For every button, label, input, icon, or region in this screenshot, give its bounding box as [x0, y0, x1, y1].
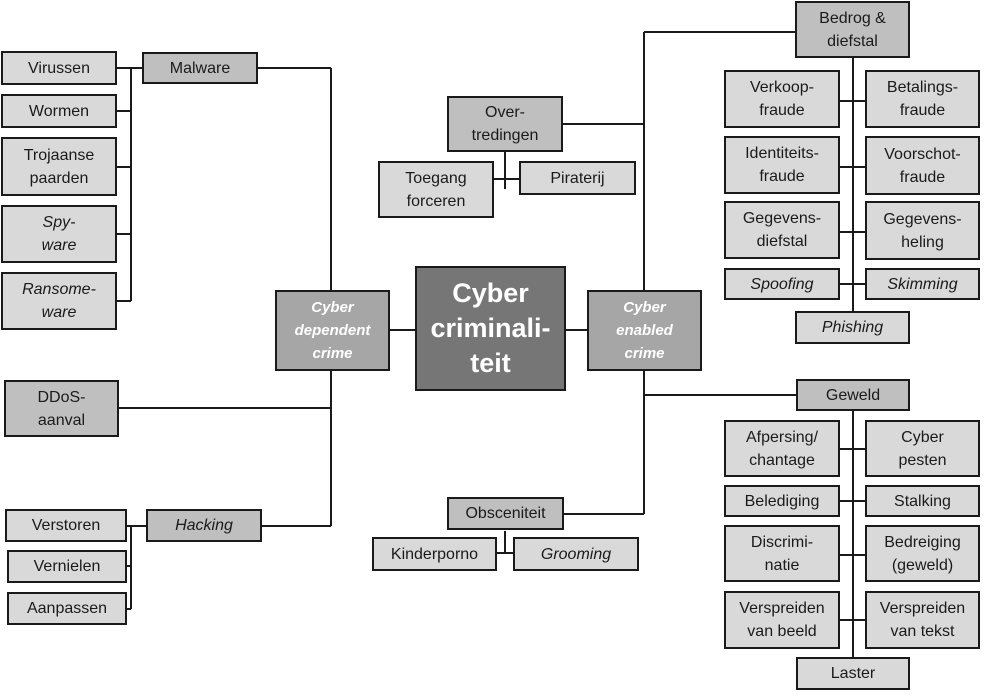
belediging-node: Belediging — [724, 485, 840, 517]
obsceniteit-node: Obsceniteit — [447, 497, 564, 530]
skimming-node: Skimming — [865, 268, 980, 300]
laster-node: Laster — [796, 657, 910, 690]
spyware-node: Spy- ware — [1, 205, 117, 263]
grooming-node: Grooming — [513, 537, 639, 571]
verspreiden-tekst-node: Verspreiden van tekst — [865, 591, 980, 649]
cyber-pesten-node: Cyber pesten — [865, 420, 980, 477]
verspreiden-beeld-node: Verspreiden van beeld — [724, 591, 840, 649]
cyber-enabled-crime-node: Cyber enabled crime — [587, 290, 702, 371]
bedreiging-node: Bedreiging (geweld) — [865, 525, 980, 582]
spoofing-node: Spoofing — [724, 268, 840, 300]
geweld-node: Geweld — [796, 379, 910, 411]
hacking-node: Hacking — [146, 509, 262, 542]
piraterij-node: Piraterij — [519, 161, 636, 195]
malware-node: Malware — [142, 52, 258, 84]
kinderporno-node: Kinderporno — [372, 537, 497, 571]
verstoren-node: Verstoren — [5, 509, 127, 542]
virussen-node: Virussen — [1, 51, 117, 85]
trojaanse-paarden-node: Trojaanse paarden — [1, 137, 117, 196]
ransomeware-node: Ransome- ware — [1, 272, 117, 330]
wormen-node: Wormen — [1, 94, 117, 128]
phishing-node: Phishing — [795, 311, 910, 344]
identiteitsfraude-node: Identiteits- fraude — [724, 136, 840, 194]
betalingsfraude-node: Betalings- fraude — [865, 70, 980, 128]
verkoopfraude-node: Verkoop- fraude — [724, 70, 840, 128]
voorschotfraude-node: Voorschot- fraude — [865, 136, 980, 195]
afpersing-chantage-node: Afpersing/ chantage — [724, 420, 840, 477]
root-node: Cyber criminali- teit — [415, 266, 566, 391]
cyber-dependent-crime-node: Cyber dependent crime — [275, 290, 390, 371]
overtredingen-node: Over- tredingen — [447, 96, 563, 152]
vernielen-node: Vernielen — [7, 550, 127, 583]
ddos-node: DDoS- aanval — [4, 380, 119, 437]
aanpassen-node: Aanpassen — [7, 592, 127, 625]
toegang-forceren-node: Toegang forceren — [378, 161, 494, 218]
gegevensdiefstal-node: Gegevens- diefstal — [724, 201, 840, 259]
gegevensheling-node: Gegevens- heling — [865, 201, 980, 260]
bedrog-diefstal-node: Bedrog & diefstal — [795, 1, 910, 58]
stalking-node: Stalking — [865, 485, 980, 517]
discriminatie-node: Discrimi- natie — [724, 525, 840, 582]
